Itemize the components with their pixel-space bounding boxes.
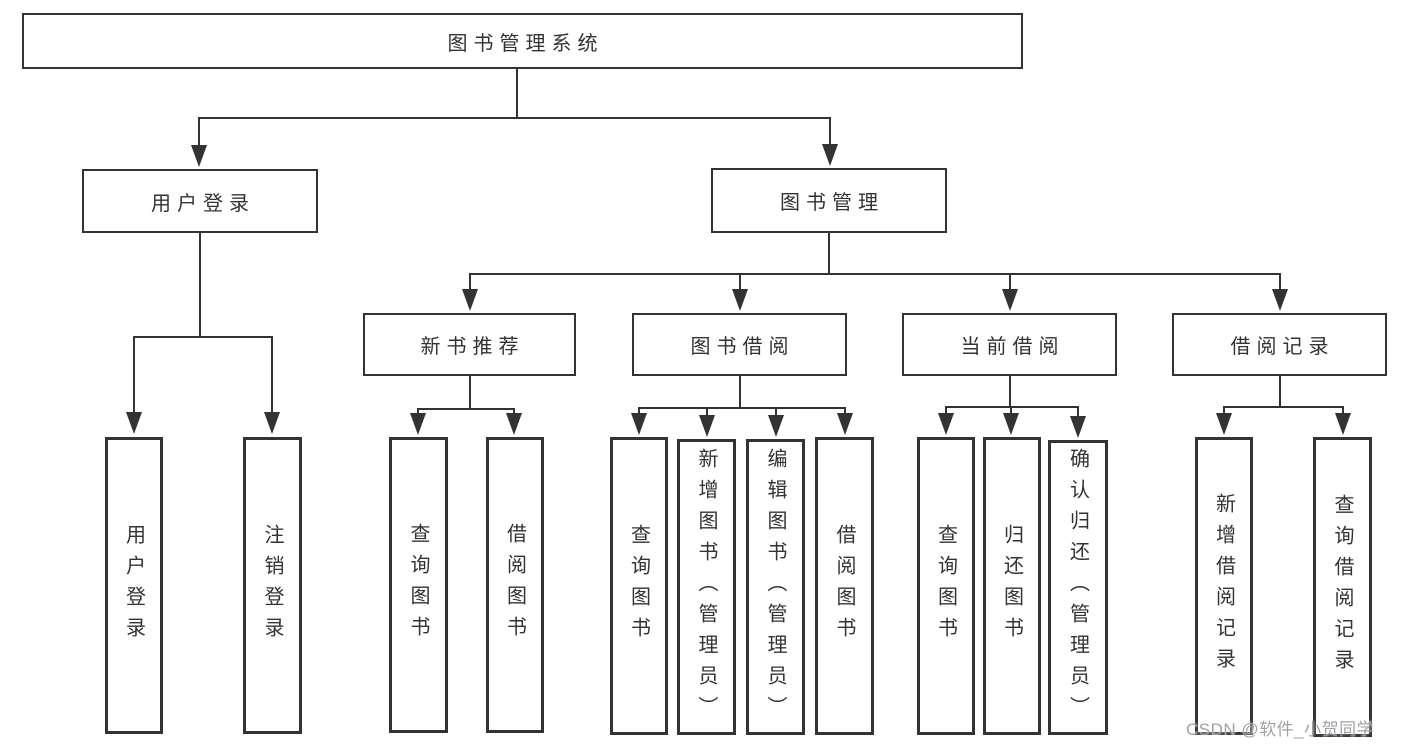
box-user-login: 用户登录 bbox=[82, 169, 318, 233]
box-label-book-management: 图书管理 bbox=[780, 192, 884, 214]
box-borrow-records: 借阅记录 bbox=[1172, 313, 1387, 376]
connector-line bbox=[516, 69, 518, 119]
connector-line bbox=[133, 336, 273, 338]
arrowhead-down-icon bbox=[410, 413, 426, 435]
box-label-book-borrow: 图书借阅 bbox=[690, 336, 795, 358]
connector-line bbox=[828, 233, 830, 275]
arrowhead-down-icon bbox=[938, 413, 954, 435]
connector-line bbox=[1009, 274, 1011, 291]
arrowhead-down-icon bbox=[1335, 413, 1351, 435]
box-label-user-login: 用户登录 bbox=[151, 192, 255, 215]
connector-line bbox=[469, 274, 471, 291]
box-label-leaf-add-record: 新增借阅记录 bbox=[1212, 493, 1235, 679]
connector-line bbox=[1223, 407, 1225, 415]
arrowhead-down-icon bbox=[768, 415, 784, 437]
box-label-current-borrow: 当前借阅 bbox=[960, 336, 1065, 358]
box-label-leaf-logout: 注销登录 bbox=[261, 523, 283, 648]
box-leaf-add-books: 新增图书（管理员） bbox=[677, 439, 736, 735]
connector-line bbox=[198, 117, 831, 119]
box-leaf-confirm-return: 确认归还（管理员） bbox=[1048, 440, 1108, 735]
watermark: CSDN @软件_小贺同学 bbox=[1186, 720, 1375, 739]
connector-line bbox=[829, 118, 831, 146]
box-label-new-book-recommend: 新书推荐 bbox=[420, 336, 525, 358]
connector-line bbox=[198, 118, 200, 147]
box-label-leaf-edit-books: 编辑图书（管理员） bbox=[764, 447, 786, 727]
connector-line bbox=[133, 337, 135, 414]
arrowhead-down-icon bbox=[1216, 413, 1232, 435]
arrowhead-down-icon bbox=[631, 413, 647, 435]
box-label-leaf-query-books-1: 查询图书 bbox=[407, 523, 429, 647]
box-leaf-user-login: 用户登录 bbox=[105, 437, 163, 734]
arrowhead-down-icon bbox=[264, 412, 280, 434]
connector-line bbox=[513, 409, 515, 415]
box-leaf-borrow-books-2: 借阅图书 bbox=[815, 437, 874, 735]
connector-line bbox=[775, 408, 777, 417]
box-leaf-add-record: 新增借阅记录 bbox=[1195, 437, 1253, 735]
connector-line bbox=[469, 273, 1281, 275]
arrowhead-down-icon bbox=[1003, 413, 1019, 435]
box-label-leaf-add-books: 新增图书（管理员） bbox=[695, 447, 717, 727]
arrowhead-down-icon bbox=[1272, 289, 1288, 311]
connector-line bbox=[739, 274, 741, 291]
connector-line bbox=[417, 409, 419, 415]
box-label-leaf-borrow-books-1: 借阅图书 bbox=[503, 523, 526, 647]
connector-line bbox=[638, 408, 640, 415]
connector-line bbox=[945, 407, 947, 415]
connector-line bbox=[1279, 376, 1281, 408]
arrowhead-down-icon bbox=[822, 144, 838, 166]
box-leaf-return-books: 归还图书 bbox=[983, 437, 1041, 735]
arrowhead-down-icon bbox=[1002, 289, 1018, 311]
box-book-borrow: 图书借阅 bbox=[632, 313, 847, 376]
arrowhead-down-icon bbox=[126, 412, 142, 434]
connector-line bbox=[844, 408, 846, 415]
connector-line bbox=[945, 406, 1079, 408]
box-leaf-query-books-2: 查询图书 bbox=[610, 437, 668, 735]
connector-line bbox=[417, 408, 515, 410]
arrowhead-down-icon bbox=[1070, 416, 1086, 438]
box-leaf-edit-books: 编辑图书（管理员） bbox=[746, 439, 805, 735]
connector-line bbox=[1009, 376, 1011, 408]
box-leaf-borrow-books-1: 借阅图书 bbox=[486, 437, 544, 733]
connector-line bbox=[199, 233, 201, 338]
box-label-leaf-query-record: 查询借阅记录 bbox=[1331, 494, 1353, 680]
box-current-borrow: 当前借阅 bbox=[902, 313, 1117, 376]
box-leaf-query-books-3: 查询图书 bbox=[917, 437, 975, 735]
box-label-leaf-confirm-return: 确认归还（管理员） bbox=[1066, 448, 1089, 727]
arrowhead-down-icon bbox=[837, 413, 853, 435]
box-label-leaf-user-login: 用户登录 bbox=[122, 523, 145, 648]
box-leaf-query-books-1: 查询图书 bbox=[389, 437, 448, 733]
arrowhead-down-icon bbox=[506, 413, 522, 435]
connector-line bbox=[1342, 407, 1344, 415]
connector-line bbox=[706, 408, 708, 417]
box-label-leaf-return-books: 归还图书 bbox=[1000, 524, 1023, 648]
box-leaf-query-record: 查询借阅记录 bbox=[1313, 437, 1372, 737]
box-book-management: 图书管理 bbox=[711, 168, 947, 233]
connector-line bbox=[638, 407, 846, 409]
box-label-root: 图书管理系统 bbox=[447, 32, 604, 55]
connector-line bbox=[1223, 406, 1344, 408]
connector-line bbox=[271, 337, 273, 414]
arrowhead-down-icon bbox=[732, 289, 748, 311]
connector-line bbox=[739, 376, 741, 409]
box-label-leaf-borrow-books-2: 借阅图书 bbox=[833, 524, 855, 648]
connector-line bbox=[1279, 274, 1281, 291]
connector-line bbox=[469, 376, 471, 410]
box-root: 图书管理系统 bbox=[22, 13, 1023, 69]
box-label-leaf-query-books-3: 查询图书 bbox=[934, 524, 957, 648]
arrowhead-down-icon bbox=[462, 289, 478, 311]
box-label-borrow-records: 借阅记录 bbox=[1230, 336, 1335, 358]
box-leaf-logout: 注销登录 bbox=[243, 437, 302, 734]
arrowhead-down-icon bbox=[191, 145, 207, 167]
connector-line bbox=[1077, 407, 1079, 418]
box-label-leaf-query-books-2: 查询图书 bbox=[627, 524, 650, 648]
arrowhead-down-icon bbox=[699, 415, 715, 437]
connector-line bbox=[1010, 407, 1012, 415]
box-new-book-recommend: 新书推荐 bbox=[363, 313, 576, 376]
